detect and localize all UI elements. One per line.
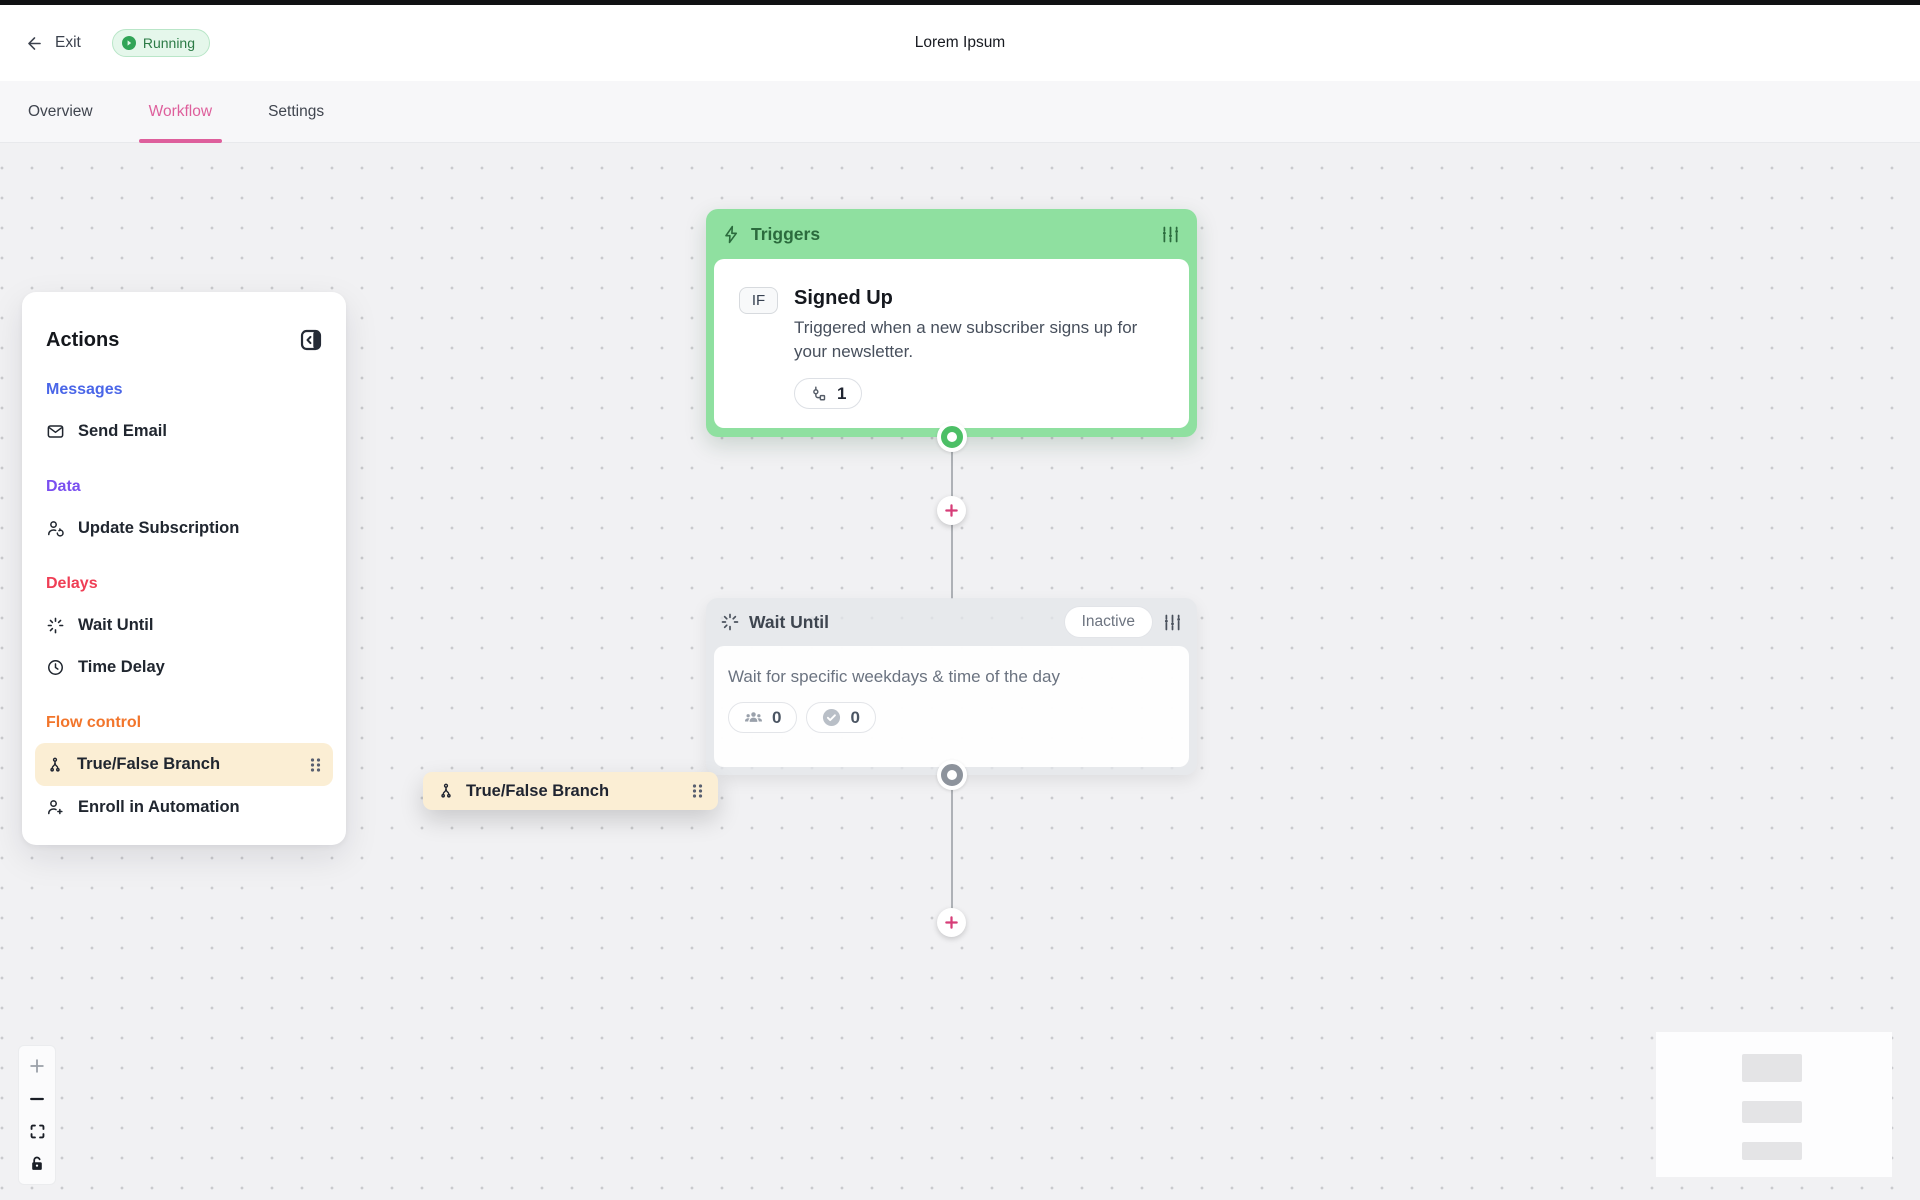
wait-card[interactable]: Wait for specific weekdays & time of the…: [714, 646, 1189, 767]
placeholder-bar: [1742, 1142, 1802, 1160]
zoom-out-button[interactable]: [20, 1084, 54, 1114]
section-delays: Delays: [46, 575, 98, 592]
action-true-false-branch[interactable]: True/False Branch: [35, 743, 333, 786]
trigger-node-header: Triggers: [714, 209, 1189, 259]
status-badge-label: Running: [142, 35, 195, 51]
action-label: Enroll in Automation: [78, 797, 240, 816]
placeholder-bar: [1742, 1054, 1802, 1082]
action-label: Update Subscription: [78, 518, 240, 537]
watermark-panel: [1656, 1032, 1892, 1177]
section-flow-control: Flow control: [46, 714, 142, 731]
action-label: True/False Branch: [77, 755, 221, 773]
placeholder-bar: [1742, 1101, 1802, 1123]
branch-icon: [441, 783, 451, 798]
lock-toggle-button[interactable]: [20, 1149, 54, 1179]
play-circle-icon: [121, 36, 136, 50]
trigger-count: 1: [837, 383, 847, 403]
branch-icon: [50, 757, 60, 772]
actions-panel-title: Actions: [46, 328, 120, 351]
collapse-panel-icon[interactable]: [300, 329, 322, 351]
unlock-icon: [32, 1156, 42, 1171]
action-enroll-in-automation[interactable]: Enroll in Automation: [35, 786, 333, 828]
trigger-node-title: Triggers: [751, 223, 821, 244]
add-step-button-1[interactable]: [936, 495, 966, 525]
action-label: Send Email: [78, 421, 167, 440]
action-label: Wait Until: [78, 615, 154, 634]
wait-node-title: Wait Until: [749, 611, 830, 632]
completed-count: 0: [850, 707, 860, 727]
exit-label: Exit: [55, 34, 81, 51]
subscribers-count-pill: 0: [728, 702, 798, 733]
fit-view-button[interactable]: [20, 1116, 54, 1146]
actions-panel: Actions Messages Send Email Data Update …: [22, 292, 346, 845]
flow-steps-icon: [813, 386, 826, 400]
trigger-node[interactable]: Triggers IF Signed Up Triggered when a n…: [706, 209, 1197, 437]
people-group-icon: [745, 712, 762, 722]
plus-icon: [944, 915, 958, 929]
wait-node-header: Wait Until Inactive: [714, 598, 1189, 646]
envelope-icon: [47, 424, 64, 438]
check-circle-icon: [823, 708, 841, 727]
tab-workflow[interactable]: Workflow: [138, 81, 223, 143]
wait-output-handle[interactable]: [936, 760, 967, 790]
completed-count-pill: 0: [806, 702, 876, 733]
trigger-description: Triggered when a new subscriber signs up…: [794, 318, 1138, 361]
plus-icon: [944, 503, 958, 517]
section-messages: Messages: [46, 381, 123, 398]
tab-settings[interactable]: Settings: [268, 102, 325, 120]
action-label: Time Delay: [78, 657, 165, 676]
page-title: Lorem Ipsum: [914, 34, 1006, 51]
action-wait-until[interactable]: Wait Until: [35, 604, 333, 646]
trigger-card[interactable]: IF Signed Up Triggered when a new subscr…: [714, 259, 1189, 428]
drag-handle-icon[interactable]: [309, 757, 322, 773]
exit-button[interactable]: Exit: [25, 34, 81, 53]
zoom-in-icon: [30, 1059, 44, 1073]
lightning-icon: [725, 225, 738, 243]
drag-handle-icon: [692, 784, 703, 798]
user-plus-icon: [48, 799, 63, 814]
arrow-left-icon: [28, 36, 41, 50]
sliders-icon[interactable]: [1162, 612, 1183, 633]
action-update-subscription[interactable]: Update Subscription: [35, 507, 333, 549]
wait-until-node[interactable]: Wait Until Inactive Wait for specific we…: [706, 598, 1197, 775]
trigger-count-pill[interactable]: 1: [794, 378, 863, 409]
handle-gray-dot: [940, 764, 963, 786]
user-refresh-icon: [48, 520, 64, 537]
inactive-badge: Inactive: [1063, 606, 1153, 638]
handle-green-dot: [940, 426, 963, 448]
zoom-out-icon: [30, 1097, 44, 1100]
condition-badge: IF: [739, 287, 778, 314]
subscribers-count: 0: [772, 707, 782, 727]
canvas-zoom-toolbar: [18, 1045, 56, 1185]
trigger-title: Signed Up: [794, 287, 893, 309]
action-time-delay[interactable]: Time Delay: [35, 646, 333, 688]
action-send-email[interactable]: Send Email: [35, 410, 333, 452]
drag-ghost-label: True/False Branch: [466, 781, 610, 800]
sliders-icon[interactable]: [1160, 224, 1181, 245]
section-data: Data: [46, 478, 81, 495]
add-step-button-2[interactable]: [936, 907, 966, 937]
spinner-icon: [47, 617, 64, 633]
top-bar: Exit Running Lorem Ipsum: [0, 5, 1920, 81]
zoom-in-button[interactable]: [20, 1051, 54, 1081]
tab-bar: Overview Workflow Settings: [0, 81, 1920, 143]
edge-wait-to-next: [950, 774, 953, 924]
clock-icon: [48, 659, 63, 675]
status-badge: Running: [111, 29, 210, 57]
window-top-edge: [0, 0, 1920, 5]
drag-ghost-true-false-branch[interactable]: True/False Branch: [423, 772, 718, 810]
tab-overview[interactable]: Overview: [28, 102, 93, 120]
wait-description: Wait for specific weekdays & time of the…: [728, 667, 1060, 686]
trigger-output-handle[interactable]: [936, 422, 967, 452]
fit-view-icon: [30, 1124, 44, 1139]
spinner-icon: [721, 613, 739, 631]
